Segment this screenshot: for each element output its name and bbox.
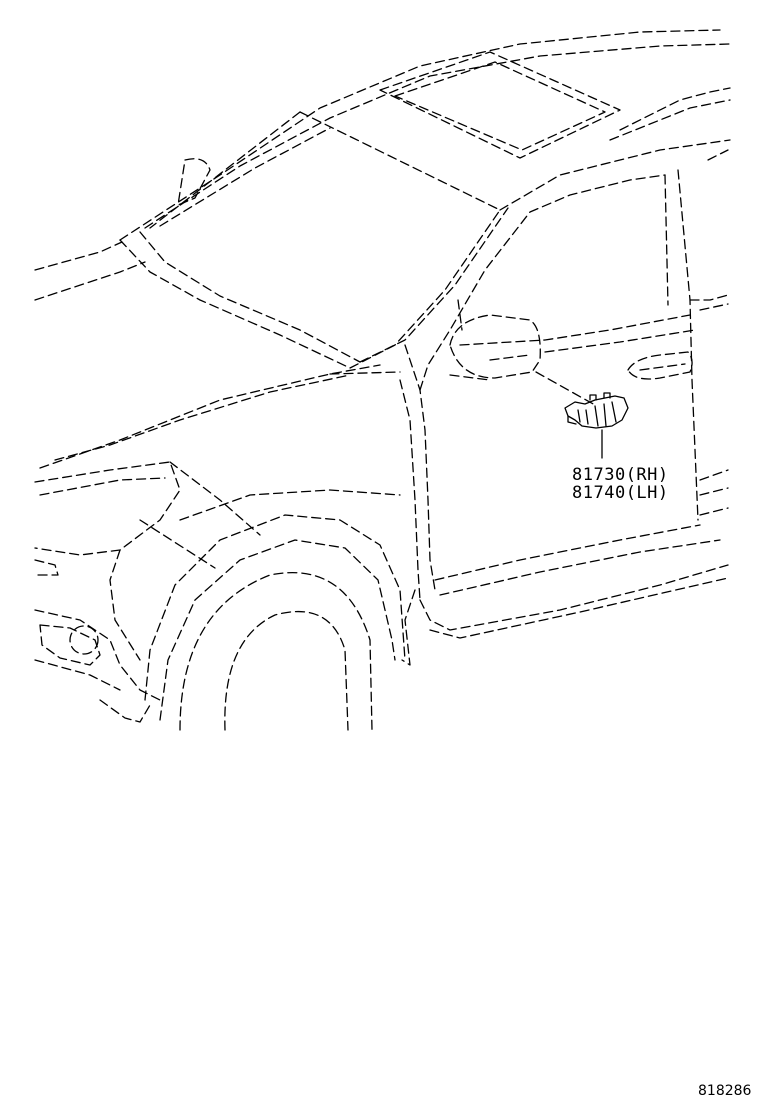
running-board xyxy=(401,469,729,666)
front-door xyxy=(404,149,729,596)
front-end xyxy=(34,461,261,723)
side-mirror xyxy=(449,299,541,381)
part-label-rh: 81730(RH) xyxy=(572,465,669,485)
turn-signal-lamp-part xyxy=(564,392,629,429)
leader-lines xyxy=(535,371,603,459)
roof-outline xyxy=(119,29,731,241)
door-handle xyxy=(627,351,693,380)
windshield xyxy=(119,111,509,369)
figure-number: 818286 xyxy=(698,1083,752,1099)
fender-wheel-arch xyxy=(144,379,421,721)
front-tire xyxy=(179,571,373,731)
hood xyxy=(34,241,401,469)
part-label-lh: 81740(LH) xyxy=(572,483,669,503)
